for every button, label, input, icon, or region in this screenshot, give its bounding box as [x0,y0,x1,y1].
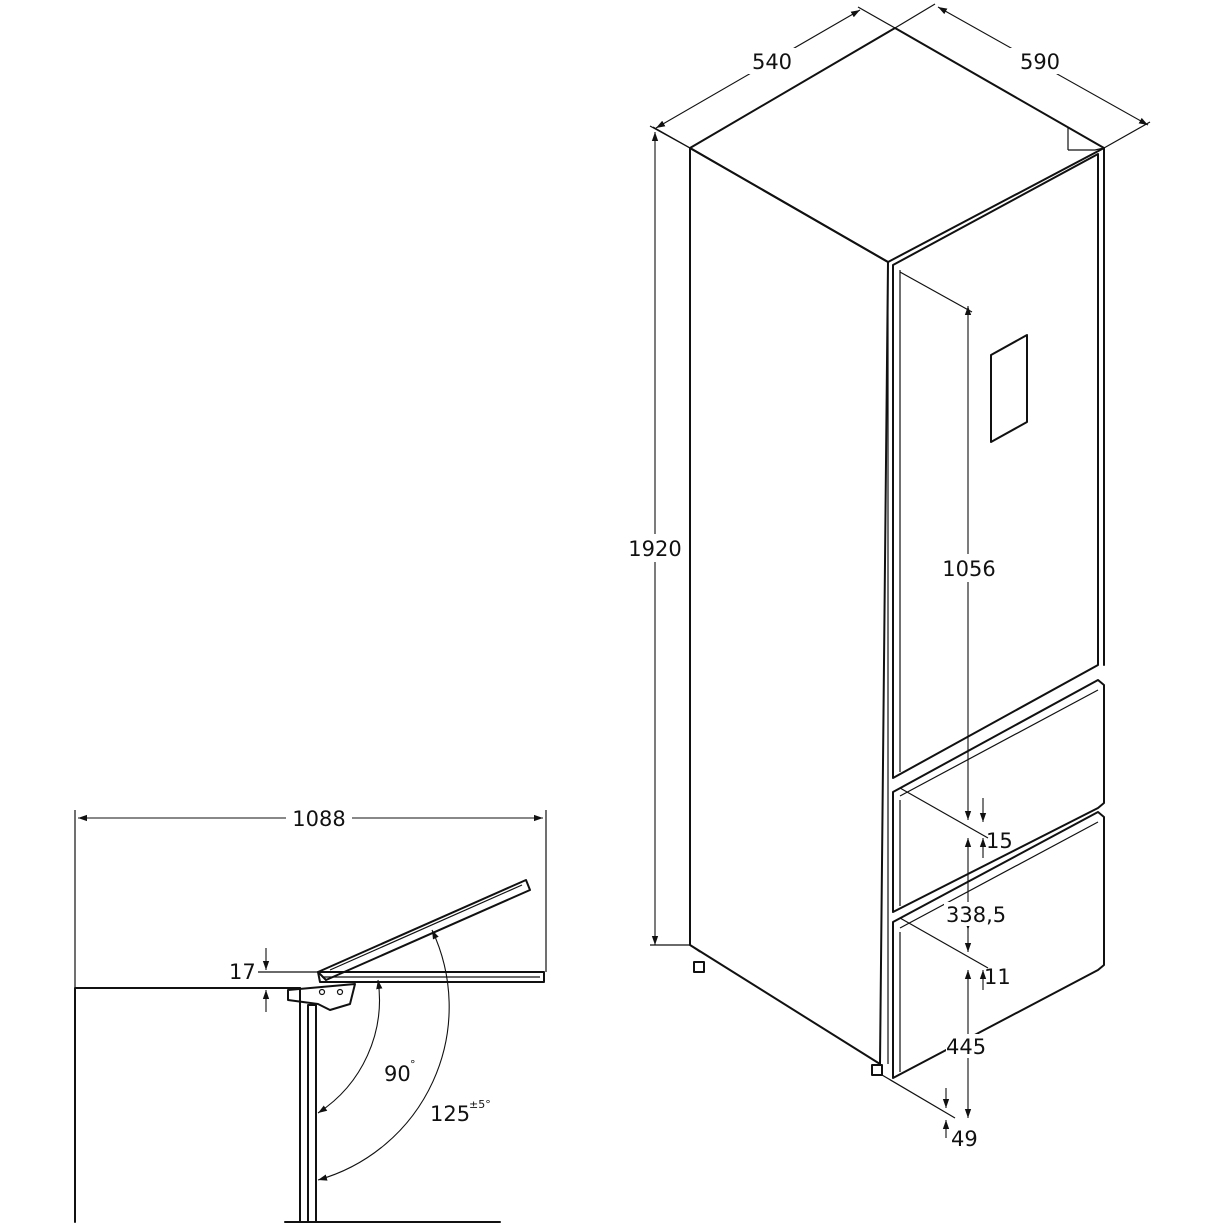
gap-upper-label: 15 [986,829,1013,853]
angle-125-label: 125 [430,1102,470,1126]
angle-90-degree: ° [410,1058,416,1071]
total-height-label: 1920 [628,537,681,561]
door-90 [307,1004,317,1223]
drawer-upper-height-label: 338,5 [946,903,1006,927]
foot-right [871,1064,883,1076]
foot-left [693,961,705,973]
dimension-depth: 590 [894,3,1151,149]
gap-lower-label: 11 [984,965,1011,989]
dimension-open-depth: 1088 [74,804,547,988]
dimension-total-height: 1920 [624,125,691,946]
drawer-lower [892,811,1105,1079]
dimension-hinge-offset: 17 [229,948,320,1012]
drawer-lower-height-label: 445 [946,1035,986,1059]
width-label: 540 [752,50,792,74]
open-depth-label: 1088 [292,807,345,831]
angle-125-tolerance: ±5° [469,1098,491,1111]
fridge-body [689,27,1105,1079]
arc-90 [317,979,383,1114]
fridge-door-height-label: 1056 [942,557,995,581]
control-display-panel [990,334,1028,443]
arc-125 [317,929,450,1181]
dimension-width: 540 [652,6,896,149]
hinge-offset-label: 17 [229,960,256,984]
foot-height-label: 49 [951,1127,978,1151]
cabinet-body [74,987,301,1223]
drawer-upper [892,679,1105,913]
dimension-front-stack: 1056 15 338,5 11 445 49 [881,271,1013,1151]
angle-90-label: 90 [384,1062,411,1086]
depth-label: 590 [1020,50,1060,74]
side-view: 90 ° 125 ±5° [74,879,545,1223]
